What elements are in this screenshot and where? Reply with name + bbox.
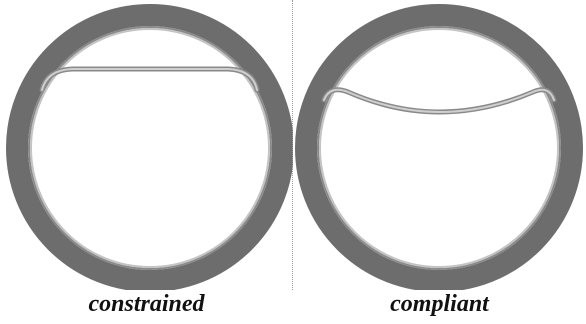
- compliant-vessel-diagram: [293, 0, 586, 290]
- caption-constrained: constrained: [0, 290, 293, 318]
- panel-constrained: constrained: [0, 0, 293, 324]
- constrained-vessel-diagram: [0, 0, 293, 290]
- panel-compliant: compliant: [293, 0, 586, 324]
- caption-compliant: compliant: [293, 290, 586, 318]
